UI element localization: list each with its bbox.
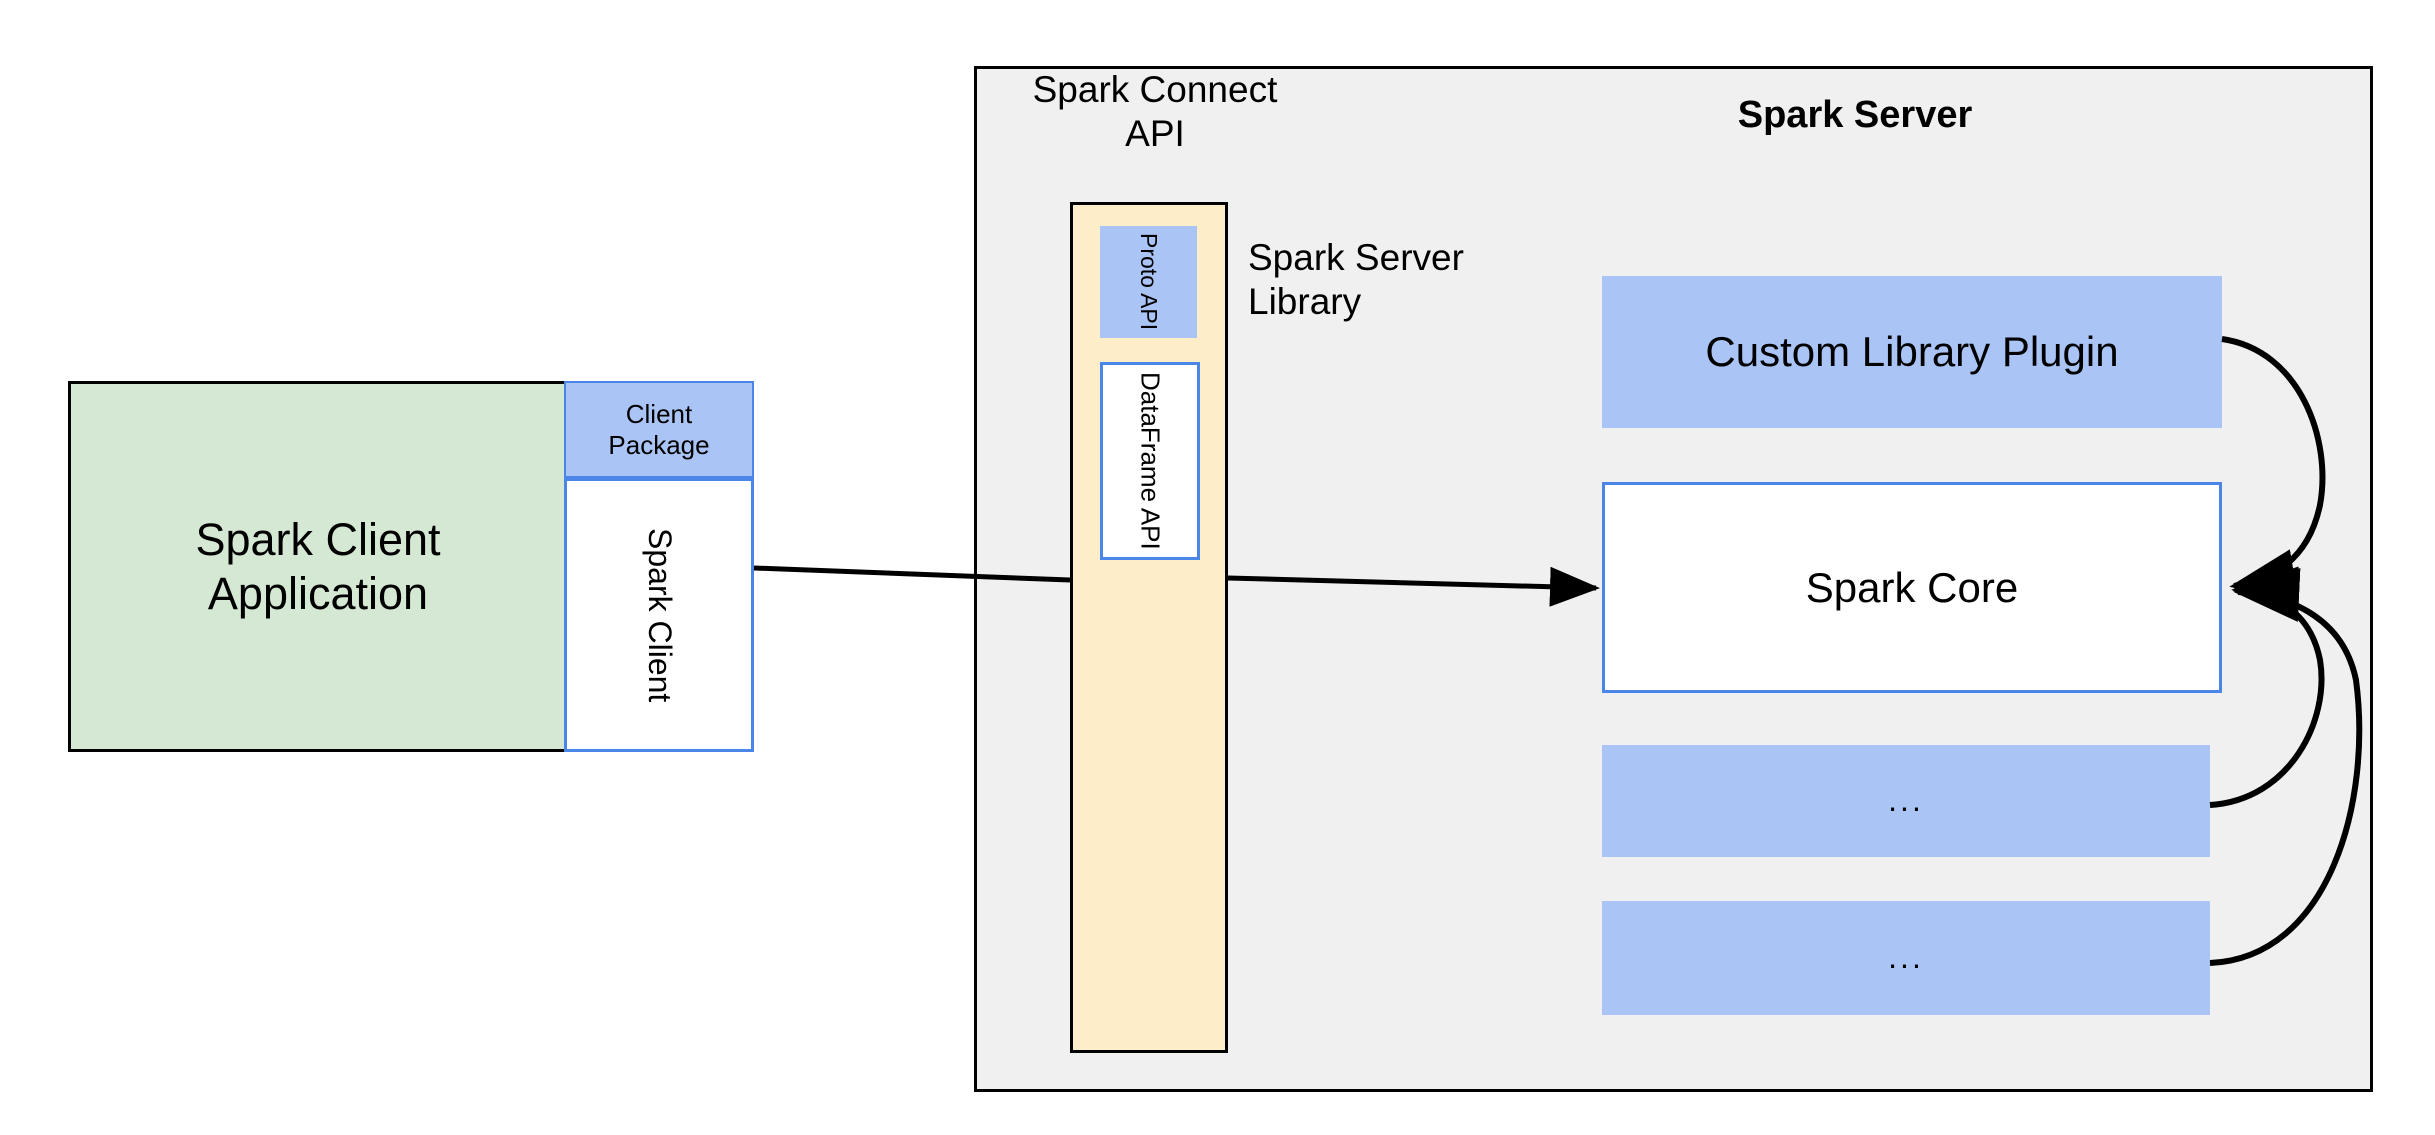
spark-client-application-label: Spark Client Application	[195, 514, 441, 619]
spark-connect-api-label: Spark Connect API	[1032, 69, 1278, 154]
spark-core-box[interactable]: Spark Core	[1602, 482, 2222, 693]
spark-client-application-box[interactable]: Spark Client Application	[68, 381, 568, 752]
client-package-label: Client Package	[608, 398, 710, 460]
custom-library-plugin-box[interactable]: Custom Library Plugin	[1602, 276, 2222, 428]
spark-core-label: Spark Core	[1805, 563, 2019, 611]
additional-plugin-label-2: ...	[1888, 939, 1924, 976]
custom-library-plugin-label: Custom Library Plugin	[1705, 328, 2119, 376]
additional-plugin-label-1: ...	[1888, 782, 1924, 819]
additional-plugin-box-1[interactable]: ...	[1602, 745, 2210, 857]
spark-server-title: Spark Server	[1737, 93, 1973, 136]
proto-api-box[interactable]: Proto API	[1100, 226, 1197, 338]
spark-client-box[interactable]: Spark Client	[564, 478, 754, 752]
dataframe-api-label: DataFrame API	[1135, 372, 1166, 550]
dataframe-api-box[interactable]: DataFrame API	[1100, 362, 1200, 560]
additional-plugin-box-2[interactable]: ...	[1602, 901, 2210, 1015]
spark-client-label: Spark Client	[641, 527, 678, 703]
client-package-box[interactable]: Client Package	[564, 381, 754, 478]
proto-api-label: Proto API	[1136, 233, 1163, 331]
spark-server-library-box[interactable]	[1070, 202, 1228, 1053]
spark-server-library-label: Spark Server Library	[1248, 237, 1464, 322]
